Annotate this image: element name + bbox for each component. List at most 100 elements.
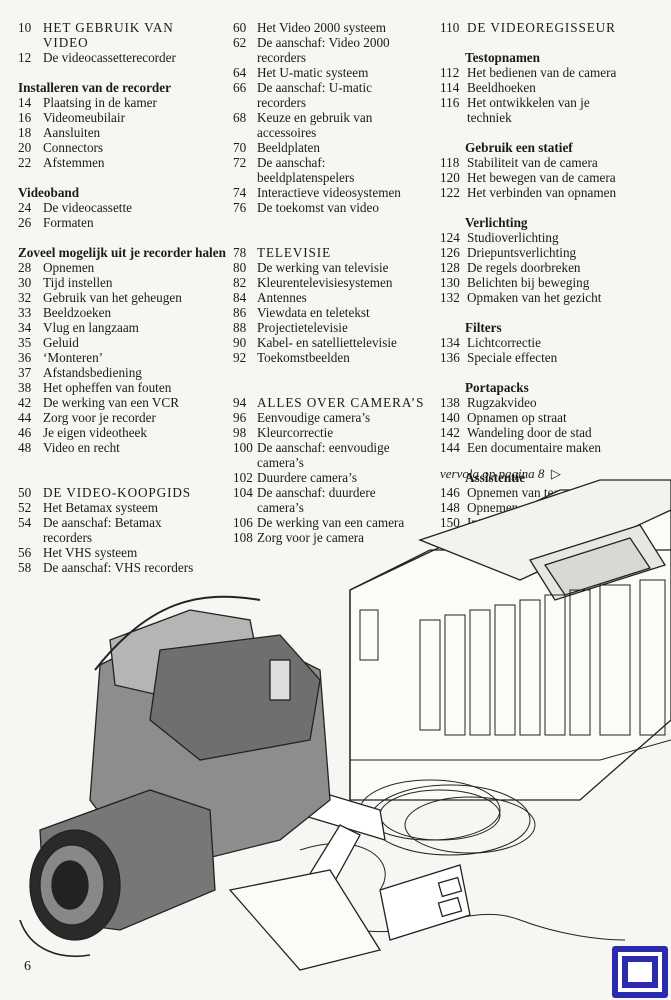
entry-page-number bbox=[233, 95, 257, 110]
entry-page-number bbox=[233, 50, 257, 65]
entry-page-number: 68 bbox=[233, 110, 247, 125]
entry-page-number: 114 bbox=[440, 80, 460, 95]
entry-page-number: 10 bbox=[18, 20, 32, 35]
entry-title: Toekomstbeelden bbox=[257, 350, 350, 365]
entry-title: Kleurcorrectie bbox=[257, 425, 334, 440]
entry-title: VIDEO bbox=[43, 35, 89, 50]
entry-page-number: 126 bbox=[440, 245, 460, 260]
section-heading: Gebruik een statief bbox=[465, 140, 573, 155]
entry-title: Duurdere camera’s bbox=[257, 470, 357, 485]
entry-page-number: 130 bbox=[440, 275, 460, 290]
entry-page-number: 62 bbox=[233, 35, 247, 50]
contents-entry: recorders bbox=[233, 95, 433, 110]
entry-page-number: 142 bbox=[440, 425, 460, 440]
entry-title: De videocassetterecorder bbox=[43, 50, 176, 65]
entry-page-number bbox=[18, 35, 43, 50]
entry-page-number: 92 bbox=[233, 350, 247, 365]
entry-page-number: 94 bbox=[233, 395, 247, 410]
entry-title: Stabiliteit van de camera bbox=[467, 155, 598, 170]
entry-page-number: 46 bbox=[18, 425, 32, 440]
contents-entry: 142 Wandeling door de stad bbox=[440, 425, 666, 440]
entry-title: Keuze en gebruik van bbox=[257, 110, 373, 125]
entry-page-number: 58 bbox=[18, 560, 32, 575]
entry-page-number: 90 bbox=[233, 335, 247, 350]
contents-entry: 66 De aanschaf: U-matic bbox=[233, 80, 433, 95]
entry-page-number: 14 bbox=[18, 95, 32, 110]
entry-title: De aanschaf: U-matic bbox=[257, 80, 372, 95]
contents-entry: 70 Beeldplaten bbox=[233, 140, 433, 155]
entry-title: Je eigen videotheek bbox=[43, 425, 147, 440]
entry-page-number: 20 bbox=[18, 140, 32, 155]
entry-page-number bbox=[233, 170, 257, 185]
entry-page-number: 122 bbox=[440, 185, 460, 200]
entry-page-number: 70 bbox=[233, 140, 247, 155]
entry-page-number: 66 bbox=[233, 80, 247, 95]
entry-title: Het opheffen van fouten bbox=[43, 380, 172, 395]
entry-page-number: 112 bbox=[440, 65, 460, 80]
entry-title: Formaten bbox=[43, 215, 94, 230]
entry-title: Afstemmen bbox=[43, 155, 105, 170]
entry-page-number: 150 bbox=[440, 515, 460, 530]
entry-title: Wandeling door de stad bbox=[467, 425, 592, 440]
entry-page-number: 50 bbox=[18, 485, 32, 500]
contents-section: Gebruik een statief 118 Stabiliteit van de… bbox=[440, 140, 666, 200]
entry-title: Vlug en langzaam bbox=[43, 320, 139, 335]
entry-page-number: 37 bbox=[18, 365, 32, 380]
entry-title: Beeldzoeken bbox=[43, 305, 112, 320]
entry-title: Rugzakvideo bbox=[467, 395, 537, 410]
entry-title: Studioverlichting bbox=[467, 230, 559, 245]
contents-entry: 68 Keuze en gebruik van bbox=[233, 110, 433, 125]
entry-page-number: 56 bbox=[18, 545, 32, 560]
entry-page-number: 140 bbox=[440, 410, 460, 425]
entry-page-number: 118 bbox=[440, 155, 460, 170]
entry-title: beeldplatenspelers bbox=[257, 170, 355, 185]
entry-title: Beeldplaten bbox=[257, 140, 320, 155]
entry-title: Aansluiten bbox=[43, 125, 101, 140]
entry-page-number: 146 bbox=[440, 485, 460, 500]
contents-entry: beeldplatenspelers bbox=[233, 170, 433, 185]
entry-title: Eenvoudige camera’s bbox=[257, 410, 371, 425]
triangle-arrow-icon: ▷ bbox=[547, 466, 561, 481]
entry-page-number: 148 bbox=[440, 500, 460, 515]
entry-title: recorders bbox=[257, 50, 307, 65]
entry-title: Zorg voor je camera bbox=[257, 530, 365, 545]
entry-title: DE VIDEO-KOOPGIDS bbox=[43, 485, 192, 500]
section-heading: Installeren van de recorder bbox=[18, 80, 171, 95]
entry-page-number: 134 bbox=[440, 335, 460, 350]
entry-title: Gebruik van het geheugen bbox=[43, 290, 182, 305]
chapter-entry: VIDEO bbox=[18, 35, 230, 50]
entry-page-number: 88 bbox=[233, 320, 247, 335]
entry-page-number: 30 bbox=[18, 275, 32, 290]
entry-title: De aanschaf: bbox=[257, 155, 326, 170]
section-heading: Filters bbox=[465, 320, 502, 335]
